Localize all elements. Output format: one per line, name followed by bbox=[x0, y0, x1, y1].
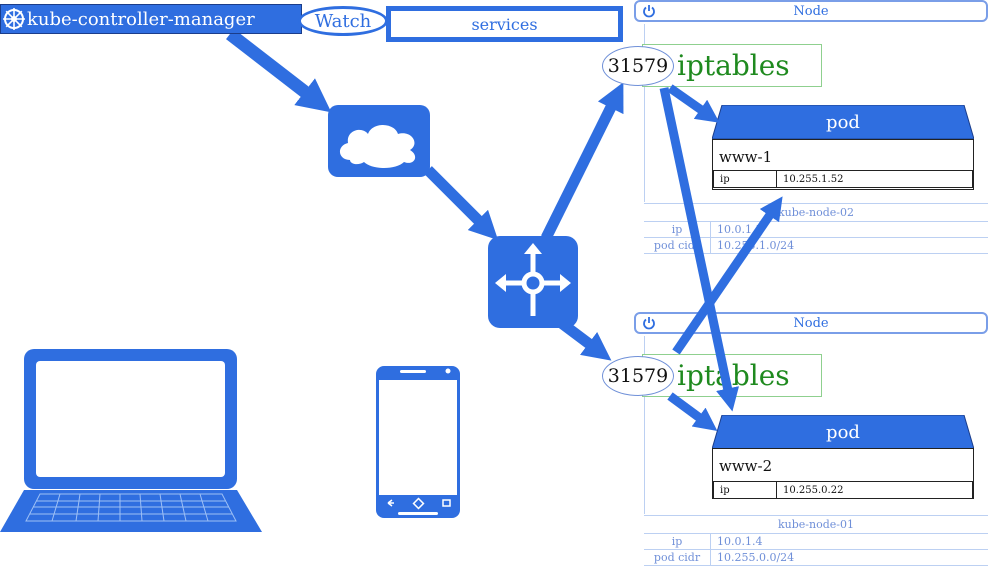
load-balancer-icon bbox=[488, 236, 578, 328]
arrow-router-to-node-02 bbox=[541, 82, 624, 241]
nodeport-label: 31579 bbox=[607, 365, 669, 387]
node-body-bottom bbox=[644, 336, 988, 514]
iptables-label: iptables bbox=[677, 49, 790, 82]
arrow-iptables-to-www-1 bbox=[667, 84, 720, 123]
node-info-row: ip 10.0.1.5 bbox=[644, 222, 988, 238]
pod-name: www-2 bbox=[719, 457, 773, 475]
node-info-value: 10.0.1.5 bbox=[717, 223, 763, 236]
arrow-iptables-to-www-2-local bbox=[667, 392, 718, 431]
node-info-value: 10.255.0.0/24 bbox=[717, 551, 795, 564]
kubernetes-helm-icon bbox=[3, 8, 25, 30]
node-name: kube-node-02 bbox=[644, 203, 988, 222]
pod-title: pod bbox=[826, 111, 860, 133]
node-header-label: Node bbox=[793, 3, 829, 19]
nodeport-bubble-node-02: 31579 bbox=[602, 46, 674, 86]
pod-name: www-1 bbox=[719, 148, 773, 166]
arrow-iptables-to-www-2 bbox=[659, 87, 740, 412]
power-icon bbox=[643, 5, 655, 18]
kube-controller-manager-box: kube-controller-manager bbox=[0, 4, 302, 34]
node-info-key: ip bbox=[644, 534, 711, 549]
node-info-value: 10.0.1.4 bbox=[717, 535, 763, 548]
node-header-label: Node bbox=[793, 315, 829, 331]
nodeport-bubble-node-01: 31579 bbox=[602, 356, 674, 396]
node-body-top bbox=[644, 24, 988, 202]
node-info-node-02: kube-node-02 ip 10.0.1.5 pod cidr 10.255.1… bbox=[644, 203, 988, 254]
power-icon bbox=[643, 317, 655, 330]
nodeport-label: 31579 bbox=[607, 55, 669, 77]
watch-label: Watch bbox=[314, 10, 372, 32]
node-info-node-01: kube-node-01 ip 10.0.1.4 pod cidr 10.255.0… bbox=[644, 515, 988, 566]
node-info-key: pod cidr bbox=[644, 550, 711, 565]
pod-title-bar-www-1 bbox=[712, 105, 974, 139]
node-name: kube-node-01 bbox=[644, 515, 988, 534]
pod-title-bar-www-2 bbox=[712, 415, 974, 449]
pod-ip-value: 10.255.0.22 bbox=[776, 481, 973, 499]
node-info-row: ip 10.0.1.4 bbox=[644, 534, 988, 550]
watch-bubble: Watch bbox=[298, 6, 388, 36]
services-box: services bbox=[386, 6, 623, 42]
node-info-row: pod cidr 10.255.1.0/24 bbox=[644, 238, 988, 254]
pod-title: pod bbox=[826, 421, 860, 443]
arrow-iptables-up-to-www-1 bbox=[672, 196, 783, 355]
pod-ip-value: 10.255.1.52 bbox=[776, 170, 973, 188]
arrow-controller-to-cloud bbox=[226, 28, 332, 113]
services-label: services bbox=[471, 14, 538, 34]
node-info-key: pod cidr bbox=[644, 238, 711, 253]
laptop-icon bbox=[0, 349, 262, 532]
controller-label: kube-controller-manager bbox=[27, 8, 255, 30]
node-header-top: Node bbox=[634, 0, 988, 22]
smartphone-icon bbox=[376, 366, 460, 518]
node-info-value: 10.255.1.0/24 bbox=[717, 239, 795, 252]
pod-ip-key: ip bbox=[713, 481, 777, 499]
node-info-key: ip bbox=[644, 222, 711, 237]
arrow-cloud-to-router bbox=[424, 166, 499, 241]
node-header-bottom: Node bbox=[634, 312, 988, 334]
cloud-icon bbox=[328, 105, 430, 177]
